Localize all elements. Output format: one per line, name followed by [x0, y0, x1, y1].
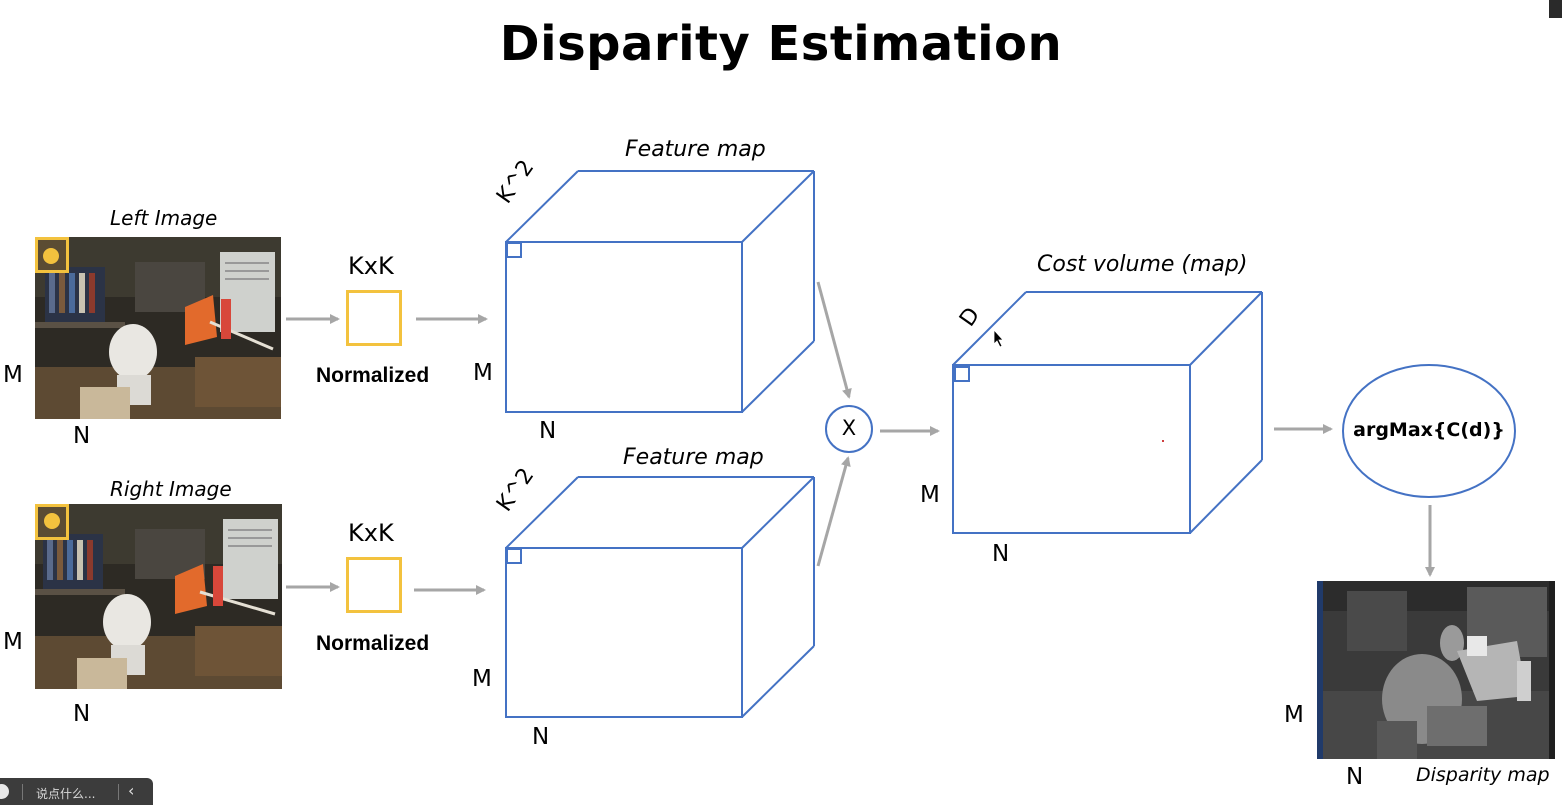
- arrow-featuremap-bottom-to-multiply: [816, 456, 851, 567]
- right-image-photo: [35, 504, 282, 689]
- disparity-map-dim-m: M: [1284, 702, 1304, 728]
- cost-volume-dim-n: N: [992, 541, 1010, 567]
- left-image-dim-m: M: [3, 362, 23, 388]
- right-image-kernel-marker: [35, 504, 69, 540]
- right-image-caption: Right Image: [110, 477, 232, 501]
- kernel-bottom-label: KxK: [348, 519, 394, 547]
- cost-volume-caption: Cost volume (map): [1037, 252, 1248, 277]
- feature-map-top-caption: Feature map: [625, 137, 766, 162]
- feature-map-top-dim-m: M: [473, 360, 493, 386]
- face-icon[interactable]: [0, 784, 9, 799]
- corner-widget: [1549, 0, 1562, 18]
- left-image-kernel-marker: [35, 237, 69, 273]
- kernel-bottom-note: Normalized: [316, 632, 430, 655]
- feature-map-top-cube: [505, 170, 815, 413]
- right-image-dim-m: M: [3, 629, 23, 655]
- disparity-map-caption: Disparity map: [1416, 764, 1550, 786]
- feature-map-bottom-dim-m: M: [472, 666, 492, 692]
- disparity-map-dim-n: N: [1346, 764, 1364, 790]
- kernel-top-box: [346, 290, 402, 346]
- feature-map-bottom-cube: [505, 476, 815, 718]
- multiply-circle: [825, 405, 873, 453]
- left-image-dim-n: N: [73, 423, 91, 449]
- cost-volume-dim-m: M: [920, 482, 940, 508]
- disparity-map-image: [1317, 581, 1555, 759]
- bottom-chat-bar: 说点什么... ‹: [0, 778, 153, 805]
- feature-map-bottom-dim-n: N: [532, 724, 550, 750]
- kernel-top-label: KxK: [348, 252, 394, 280]
- arrow-featuremap-top-to-multiply: [816, 281, 852, 399]
- kernel-bottom-box: [346, 557, 402, 613]
- divider: [22, 784, 23, 800]
- left-image-caption: Left Image: [110, 206, 218, 230]
- cursor-icon: [993, 328, 1004, 348]
- argmax-ellipse: [1342, 364, 1516, 498]
- cost-volume-cube: [952, 291, 1263, 534]
- multiply-symbol: X: [841, 416, 857, 440]
- right-image-dim-n: N: [73, 701, 91, 727]
- left-image-photo: [35, 237, 281, 419]
- chat-input[interactable]: 说点什么...: [36, 787, 96, 801]
- feature-map-top-dim-n: N: [539, 418, 557, 444]
- feature-map-bottom-caption: Feature map: [623, 445, 764, 470]
- chevron-left-icon[interactable]: ‹: [128, 781, 135, 800]
- divider: [118, 784, 119, 800]
- argmax-label: argMax{C(d)}: [1353, 419, 1505, 441]
- page-title: Disparity Estimation: [499, 16, 1063, 72]
- kernel-top-note: Normalized: [316, 364, 430, 387]
